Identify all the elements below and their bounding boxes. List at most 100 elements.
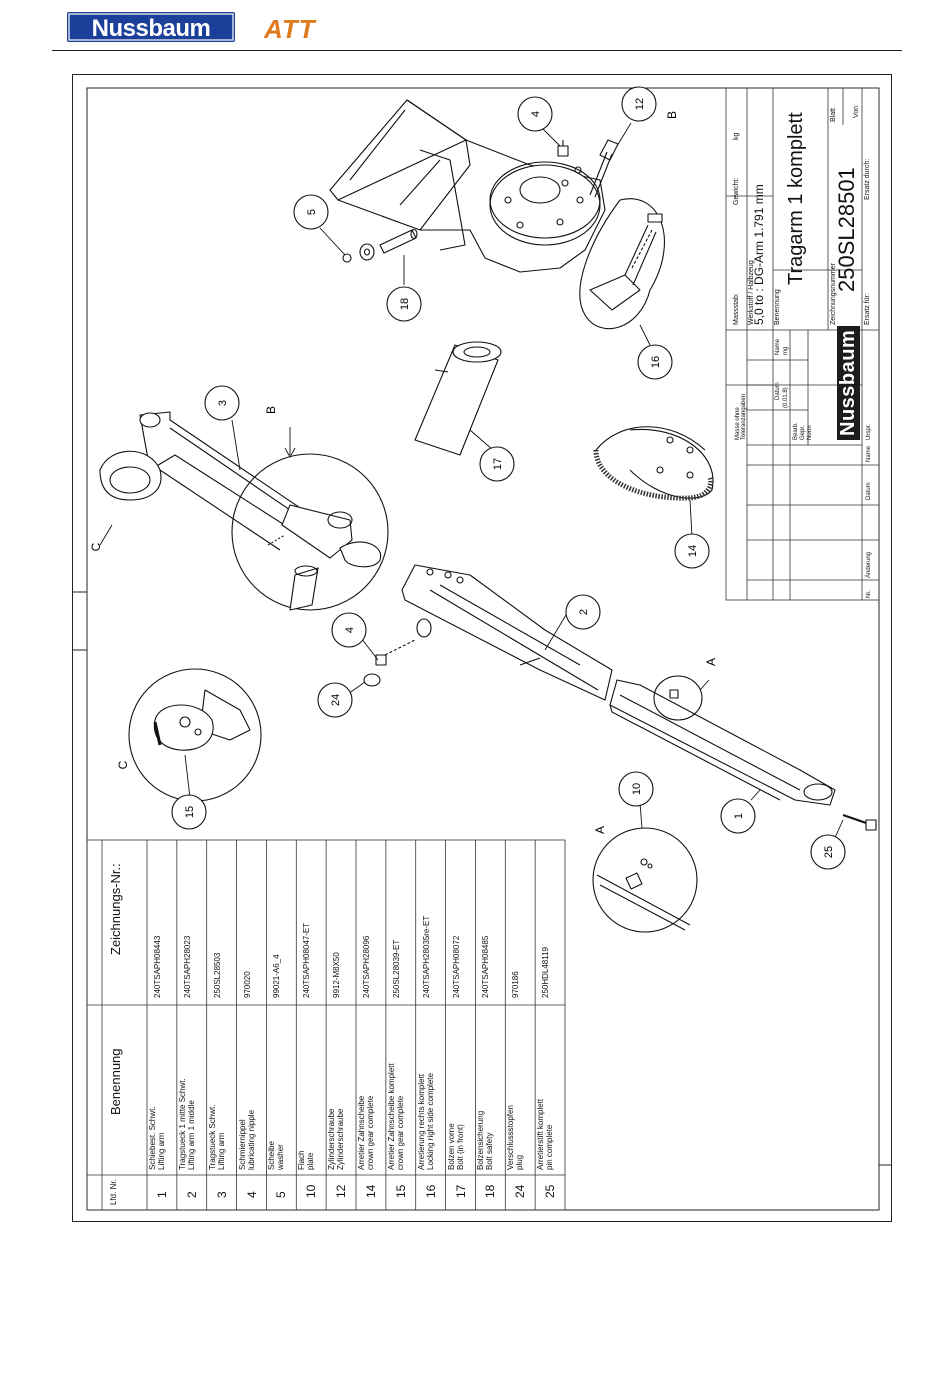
aend-urspr: Urspr. xyxy=(866,423,872,440)
row-en-5: washer xyxy=(276,1144,286,1170)
detail-b-locking xyxy=(579,198,665,330)
row-nr-3: 3 xyxy=(214,1191,229,1198)
row-en-4: lubricating nipple xyxy=(246,1109,256,1170)
page-header: Nussbaum ATT xyxy=(0,0,950,56)
svg-text:16: 16 xyxy=(650,356,662,368)
row-de-12: Zylinderschraube xyxy=(327,1108,337,1170)
row-nr-14: 14 xyxy=(364,1184,378,1198)
drawing-number: 250SL28501 xyxy=(834,167,859,292)
view-letter-b: B xyxy=(264,406,278,414)
balloon-10: 10 xyxy=(618,771,654,807)
view-letter-a: A xyxy=(593,826,607,834)
row-en-10: plate xyxy=(306,1152,316,1170)
row-nr-16: 16 xyxy=(423,1184,438,1198)
svg-text:2: 2 xyxy=(578,609,590,615)
parts-table xyxy=(86,839,566,1211)
balloon-24: 24 xyxy=(317,682,353,718)
row-dwg-4: 970020 xyxy=(242,971,252,998)
row-de-15: Arretier Zahnscheibe komplett xyxy=(386,1063,396,1170)
svg-text:15: 15 xyxy=(184,806,196,818)
assembly-drawing xyxy=(99,99,877,933)
row-nr-5: 5 xyxy=(274,1191,289,1198)
lifting-arm-3 xyxy=(99,411,319,551)
inner-border xyxy=(72,87,892,1211)
crown-gear-14 xyxy=(593,426,714,501)
svg-text:1: 1 xyxy=(733,813,745,819)
bearb-name: mg xyxy=(783,346,789,355)
benennung-label: Benennung xyxy=(774,289,781,325)
norm-label: Norm xyxy=(807,425,813,440)
detail-c-circle xyxy=(128,668,262,802)
row-dwg-3: 250SL28503 xyxy=(212,952,222,998)
row-nr-1: 1 xyxy=(155,1191,169,1198)
row-nr-25: 25 xyxy=(543,1184,558,1198)
row-dwg-2: 240TSAPH28023 xyxy=(182,935,192,998)
svg-text:14: 14 xyxy=(687,545,699,557)
gewicht-unit: kg xyxy=(733,132,740,140)
row-nr-4: 4 xyxy=(244,1191,259,1198)
gepr-label: Gepr. xyxy=(800,425,806,440)
row-dwg-1: 240TSAPH08443 xyxy=(153,935,162,998)
view-letter-c: C xyxy=(116,760,130,769)
svg-text:10: 10 xyxy=(631,783,643,795)
balloon-14: 14 xyxy=(674,533,710,569)
row-dwg-12: 9912-M8X50 xyxy=(332,952,342,998)
datum-label: Datum xyxy=(775,382,781,400)
row-dwg-24: 970186 xyxy=(511,971,521,998)
balloon-3: 3 xyxy=(204,385,240,421)
row-en-18: Bolt safety xyxy=(485,1132,495,1170)
row-dwg-18: 240TSAPH08485 xyxy=(481,935,491,998)
svg-text:4: 4 xyxy=(530,111,542,117)
name-label: Name xyxy=(775,338,781,355)
header-zeichnung: Zeichnungs-Nr.: xyxy=(108,863,123,955)
balloon-17: 17 xyxy=(479,446,515,482)
leader-lines xyxy=(99,122,844,843)
nipple-4-top xyxy=(557,140,569,157)
row-dwg-25: 250HDL48119 xyxy=(541,946,551,998)
svg-text:5: 5 xyxy=(306,209,318,215)
von-label: Von xyxy=(853,105,860,118)
row-de-17: Bolzen vorne xyxy=(446,1123,456,1170)
balloon-12: 12 xyxy=(621,86,657,122)
svg-text:18: 18 xyxy=(399,298,411,310)
row-nr-2: 2 xyxy=(184,1191,199,1198)
row-de-16: Arretierung rechts komplett xyxy=(416,1073,426,1170)
row-nr-24: 24 xyxy=(513,1184,528,1198)
svg-text:4: 4 xyxy=(344,627,356,633)
row-dwg-10: 240TSAPH08047-ET xyxy=(302,922,312,998)
nipple-and-plug xyxy=(363,618,432,687)
pin-25 xyxy=(842,814,877,831)
balloon-2: 2 xyxy=(565,594,601,630)
svg-text:Nussbaum: Nussbaum xyxy=(92,15,211,42)
row-dwg-14: 240TSAPH28096 xyxy=(362,935,371,998)
svg-text:25: 25 xyxy=(823,846,835,858)
row-en-14: crown gear complete xyxy=(366,1095,375,1170)
drawing-title: Tragarm 1 komplett xyxy=(785,112,807,285)
header-rule xyxy=(52,50,902,51)
svg-text:12: 12 xyxy=(634,98,646,110)
detail-a-circle xyxy=(592,675,703,933)
aend-datum: Datum xyxy=(866,482,872,500)
row-en-1: Lifting arm xyxy=(157,1132,166,1170)
header-nr: Lfd. Nr. xyxy=(109,1179,118,1205)
svg-text:ATT: ATT xyxy=(263,14,317,42)
row-de-3: Tragstueck Schwt. xyxy=(207,1104,217,1170)
balloon-16: 16 xyxy=(637,344,673,380)
row-en-3: Lifting arm xyxy=(216,1132,226,1170)
row-en-25: pin complete xyxy=(545,1124,555,1170)
row-de-25: Arretierstift komplett xyxy=(536,1098,546,1170)
row-dwg-16: 240TSAPH28035re-ET xyxy=(421,915,431,998)
detail-b-circle xyxy=(231,453,389,611)
svg-text:24: 24 xyxy=(330,694,342,706)
row-dwg-17: 240TSAPH08072 xyxy=(451,935,461,998)
row-nr-18: 18 xyxy=(483,1184,498,1198)
balloon-4: 4 xyxy=(517,96,553,132)
title-block xyxy=(725,87,880,601)
aend-name: Name xyxy=(866,445,872,462)
row-de-24: Verschlussstopfen xyxy=(506,1105,516,1170)
row-en-16: Locking right side complete xyxy=(425,1073,435,1170)
ersatz-durch-label: Ersatz durch: xyxy=(864,158,871,200)
balloon-1: 1 xyxy=(720,798,756,834)
